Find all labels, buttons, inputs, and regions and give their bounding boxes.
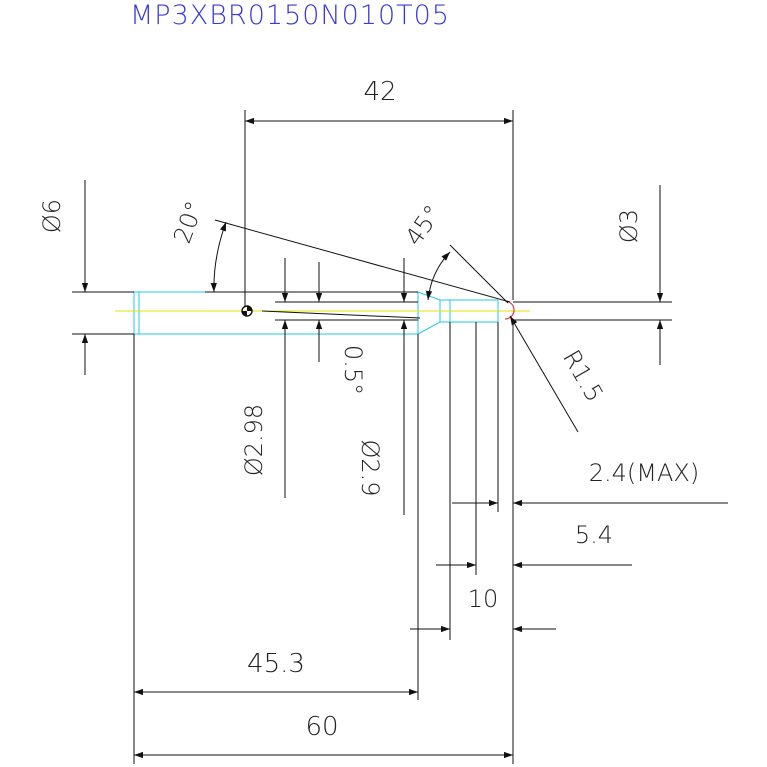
dim-label-d3: Ø3 — [615, 209, 643, 243]
dim-label-2-4-max: 2.4(MAX) — [589, 459, 699, 487]
angle-20-line — [214, 219, 511, 303]
neck-upper-edge — [417, 291, 498, 301]
angle-45-arc — [425, 251, 451, 301]
dim-label-d6: Ø6 — [38, 199, 66, 233]
shank-body — [133, 291, 419, 335]
dim-label-45-3: 45.3 — [247, 649, 305, 679]
dim-label-d2-9: Ø2.9 — [356, 439, 384, 496]
dim-label-radius: R1.5 — [557, 345, 609, 406]
dim-label-10: 10 — [468, 585, 499, 613]
radius-leader — [509, 315, 579, 433]
dim-label-angle-45: 45° — [400, 200, 447, 251]
dim-label-5-4: 5.4 — [575, 521, 613, 549]
dim-label-d2-98: Ø2.98 — [240, 404, 268, 476]
tip-radius-arc — [504, 300, 515, 320]
part-title: MP3XBR0150N010T05 — [130, 0, 450, 31]
dim-label-42: 42 — [363, 77, 396, 107]
taper-ref-line — [261, 310, 421, 319]
pivot-point — [241, 305, 253, 317]
dim-label-60: 60 — [305, 712, 338, 742]
angle-45-line — [449, 244, 509, 304]
angle-20-arc — [210, 221, 227, 293]
neck-lower-edge — [417, 321, 498, 335]
dim-label-angle-20: 20° — [168, 197, 209, 247]
dim-label-taper-angle: 0.5° — [339, 345, 367, 395]
dimension-lines — [72, 110, 728, 764]
